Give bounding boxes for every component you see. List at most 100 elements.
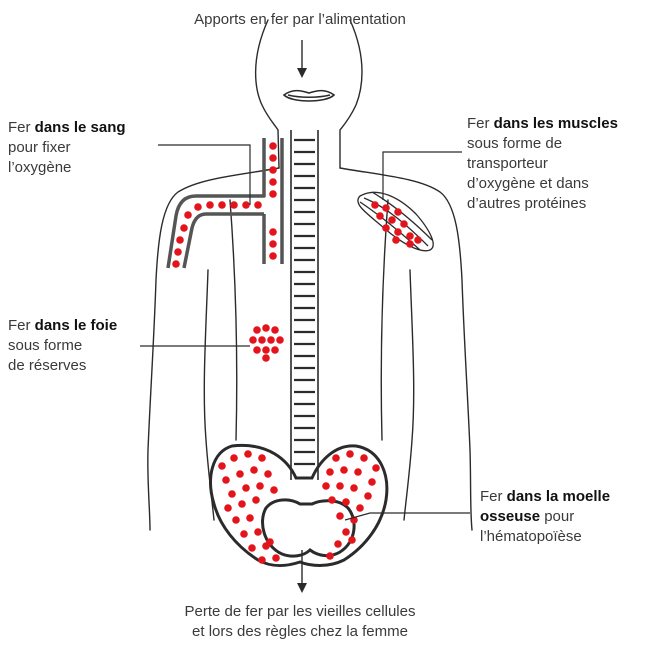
iron-dot [269,190,277,198]
iron-dot [242,201,250,209]
iron-dot [400,220,408,228]
iron-dot [246,514,254,522]
iron-dot [346,450,354,458]
iron-dot [218,201,226,209]
iron-dot [254,201,262,209]
iron-dot [194,203,202,211]
iron-dot [394,228,402,236]
iron-dot [256,482,264,490]
muscles-line5: d’autres protéines [467,195,586,212]
iron-dot [258,556,266,564]
iron-dot [328,496,336,504]
liver-prefix: Fer [8,317,35,334]
muscles-prefix: Fer [467,115,494,132]
iron-dot [242,484,250,492]
iron-dot [332,454,340,462]
iron-dot [269,252,277,260]
iron-dot [222,476,230,484]
iron-dots [172,142,422,564]
marrow-prefix: Fer [480,488,507,505]
iron-dot [269,142,277,150]
iron-dot [342,498,350,506]
iron-dot [249,336,257,344]
iron-dot [269,178,277,186]
muscles-bold: dans les muscles [494,115,618,132]
iron-dot [336,512,344,520]
iron-dot [271,326,279,334]
iron-dot [388,216,396,224]
iron-dot [238,500,246,508]
iron-dot [180,224,188,232]
iron-dot [258,454,266,462]
iron-dot [264,470,272,478]
muscles-line4: d’oxygène et dans [467,175,589,192]
iron-dot [266,538,274,546]
iron-dot [269,228,277,236]
iron-dot [258,336,266,344]
iron-dot [253,346,261,354]
iron-dot [206,201,214,209]
blood-bold: dans le sang [35,119,126,136]
iron-dot [253,326,261,334]
marrow-line3: l’hématopoïèse [480,528,582,545]
iron-dot [252,496,260,504]
iron-dot [340,466,348,474]
mouth-icon [284,91,334,101]
iron-dot [334,540,342,548]
iron-dot [230,201,238,209]
iron-dot [271,346,279,354]
marrow-bold2: osseuse [480,508,540,525]
iron-dot [348,536,356,544]
iron-dot [368,478,376,486]
iron-dot [360,454,368,462]
iron-dot [250,466,258,474]
iron-dot [262,354,270,362]
marrow-suffix: pour [540,508,574,525]
loss-line2: et lors des règles chez la femme [192,623,408,640]
marrow-leader [345,513,470,520]
iron-dot [184,211,192,219]
loss-label: Perte de fer par les vieilles cellules e… [120,602,480,642]
iron-dot [272,554,280,562]
iron-dot [224,504,232,512]
iron-dot [269,240,277,248]
iron-dot [414,236,422,244]
iron-dot [406,240,414,248]
iron-dot [232,516,240,524]
muscles-line3: transporteur [467,155,548,172]
iron-dot [174,248,182,256]
iron-dot [356,504,364,512]
loss-line1: Perte de fer par les vieilles cellules [185,603,416,620]
blood-line3: l’oxygène [8,159,71,176]
marrow-bold: dans la moelle [507,488,610,505]
muscle-leader [383,152,462,200]
iron-dot [326,468,334,476]
blood-prefix: Fer [8,119,35,136]
iron-dot [262,324,270,332]
iron-dot [376,212,384,220]
iron-dot [269,154,277,162]
iron-dot [336,482,344,490]
liver-label: Fer dans le foie sous forme de réserves [8,316,158,376]
iron-dot [236,470,244,478]
iron-dot [342,528,350,536]
iron-dot [382,204,390,212]
blood-line2: pour fixer [8,139,71,156]
iron-dot [240,530,248,538]
iron-dot [326,552,334,560]
blood-label: Fer dans le sang pour fixer l’oxygène [8,118,183,178]
iron-dot [254,528,262,536]
iron-dot [230,454,238,462]
iron-dot [394,208,402,216]
iron-dot [267,336,275,344]
iron-dot [276,336,284,344]
iron-dot [382,224,390,232]
iron-dot [350,484,358,492]
intake-arrow [297,40,307,78]
liver-line2: sous forme [8,337,82,354]
muscles-line2: sous forme de [467,135,562,152]
iron-dot [371,201,379,209]
iron-dot [372,464,380,472]
iron-dot [269,166,277,174]
iron-dot [354,468,362,476]
